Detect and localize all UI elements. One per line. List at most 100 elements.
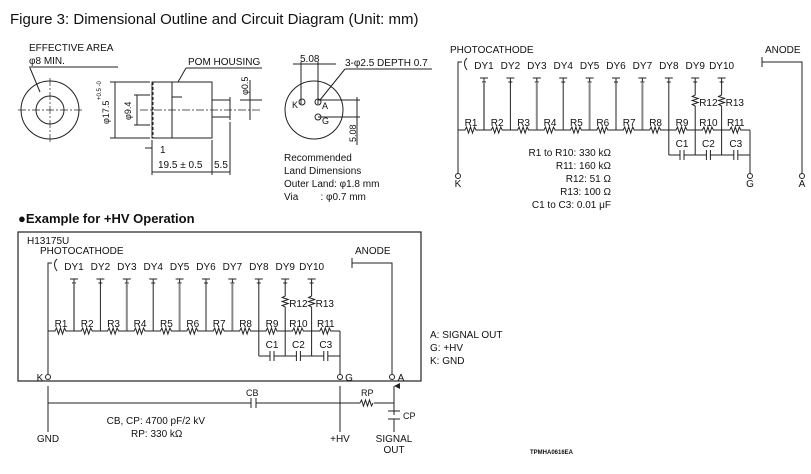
effective-area-label: EFFECTIVE AREA <box>29 43 114 54</box>
photocathode-label: PHOTOCATHODE <box>450 45 534 56</box>
dynode-label: DY7 <box>223 262 243 273</box>
terminal-g-label: G <box>345 373 353 384</box>
dynode-label: DY4 <box>143 262 163 273</box>
dynode-electrode <box>559 77 568 83</box>
dynode-label: DY4 <box>553 61 573 72</box>
dynode-label: DY9 <box>275 262 295 273</box>
dynode-electrode <box>228 278 237 284</box>
resistor-label: R6 <box>186 319 199 330</box>
dynode-electrode <box>480 77 488 83</box>
legend-g: G: +HV <box>430 343 463 354</box>
resistor-label: R9 <box>266 319 279 330</box>
resistor-label: R3 <box>107 319 120 330</box>
resistor-label: R11 <box>727 118 745 129</box>
anode-electrode <box>761 57 803 173</box>
terminal-g-label: G <box>746 179 754 190</box>
photocathode-electrode <box>457 57 468 173</box>
dynode-electrode <box>307 278 316 284</box>
terminal-a-circle <box>389 374 395 380</box>
terminal-a-circle <box>799 173 805 179</box>
value-line: C1 to C3: 0.01 μF <box>532 200 611 211</box>
divider-resistor <box>153 326 180 336</box>
value-line: R1 to R10: 330 kΩ <box>528 148 611 159</box>
divider-resistor <box>484 125 511 135</box>
divider-resistor <box>458 125 484 135</box>
divider-resistor <box>563 125 590 135</box>
r12-label: R12 <box>699 98 718 109</box>
divider-resistor <box>616 125 643 135</box>
divider-resistor <box>695 125 722 135</box>
dynode-electrode <box>254 278 263 284</box>
capacitor-label: C2 <box>702 139 715 150</box>
divider-resistor <box>48 326 74 336</box>
dynode-label: DY8 <box>249 262 269 273</box>
decoupling-capacitor <box>695 150 722 160</box>
dynode-electrode <box>612 77 620 83</box>
resistor-label: R10 <box>289 319 308 330</box>
damping-resistor <box>307 283 317 356</box>
dynode-electrode <box>149 278 158 284</box>
terminal-k-circle <box>45 374 51 380</box>
r13-label: R13 <box>316 299 335 310</box>
resistor-label: R8 <box>239 319 252 330</box>
resistor-label: R1 <box>55 319 68 330</box>
effective-area-min: φ8 MIN. <box>29 56 65 67</box>
land-line-2: Land Dimensions <box>284 166 361 177</box>
dynode-label: DY1 <box>474 61 494 72</box>
diameter-0-5: φ0.5 <box>240 77 250 95</box>
terminal-k-label: K <box>37 373 44 384</box>
photocathode-label: PHOTOCATHODE <box>40 246 124 257</box>
cp-label: CP <box>403 411 416 421</box>
divider-resistor <box>179 326 206 336</box>
dynode-label: DY5 <box>170 262 190 273</box>
resistor-label: R2 <box>81 319 94 330</box>
land-line-1: Recommended <box>284 153 352 164</box>
diameter-17-5: φ17.5 <box>101 101 111 124</box>
example-heading: ●Example for +HV Operation <box>18 211 195 226</box>
ext-value-line: CB, CP: 4700 pF/2 kV <box>107 416 206 427</box>
resistor-label: R5 <box>570 118 583 129</box>
capacitor-label: C3 <box>729 139 742 150</box>
resistor-label: R3 <box>517 118 530 129</box>
terminal-g-circle <box>337 374 343 380</box>
land-line-3: Outer Land: φ1.8 mm <box>284 179 379 190</box>
divider-resistor <box>721 125 750 135</box>
dim-5-5: 5.5 <box>214 160 228 171</box>
value-line: R11: 160 kΩ <box>556 161 612 172</box>
capacitor-leads <box>258 331 341 374</box>
dynode-label: DY9 <box>685 61 705 72</box>
capacitor-leads <box>668 130 751 173</box>
divider-resistor <box>510 125 537 135</box>
pom-housing-label: POM HOUSING <box>188 57 260 68</box>
decoupling-capacitor <box>311 351 340 361</box>
dynode-label: DY2 <box>501 61 521 72</box>
divider-resistor <box>642 125 669 135</box>
resistor-label: R1 <box>465 118 478 129</box>
value-line: R12: 51 Ω <box>566 174 612 185</box>
resistor-label: R5 <box>160 319 173 330</box>
divider-resistor <box>311 326 340 336</box>
capacitor-label: C1 <box>676 139 689 150</box>
resistor-label: R4 <box>544 118 557 129</box>
dynode-electrode <box>70 278 78 284</box>
anode-electrode <box>351 258 393 374</box>
resistor-label: R7 <box>213 319 226 330</box>
capacitor-label: C1 <box>266 340 279 351</box>
r13-label: R13 <box>726 98 745 109</box>
dim-1: 1 <box>160 145 166 156</box>
damping-resistor <box>690 82 700 155</box>
divider-resistor <box>206 326 233 336</box>
dynode-label: DY6 <box>196 262 216 273</box>
terminal-a-label: A <box>799 179 806 190</box>
model-label: H13175U <box>27 236 69 247</box>
divider-resistor <box>536 125 564 135</box>
holes-label: 3-φ2.5 DEPTH 0.7 <box>345 58 428 69</box>
resistor-label: R7 <box>623 118 636 129</box>
dynode-label: DY2 <box>91 262 111 273</box>
resistor-label: R9 <box>676 118 689 129</box>
circuit-values: R1 to R10: 330 kΩ R11: 160 kΩ R12: 51 Ω … <box>528 148 611 211</box>
figure-title: Figure 3: Dimensional Outline and Circui… <box>10 11 418 28</box>
dynode-electrode <box>638 77 647 83</box>
dynode-electrode <box>585 77 594 83</box>
